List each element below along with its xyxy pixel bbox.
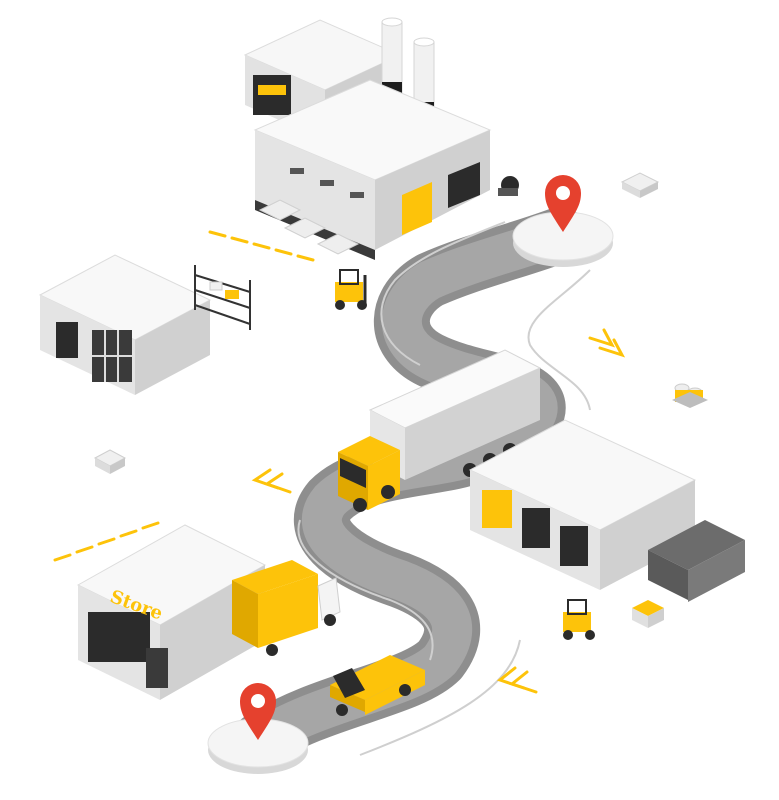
location-pin-icon <box>240 683 276 740</box>
forklift-top <box>335 269 367 310</box>
forklift-bottom <box>563 599 595 640</box>
chevron-double-icon <box>588 328 626 358</box>
location-pin-icon <box>545 175 581 232</box>
storage-rack <box>194 265 251 330</box>
right-warehouse <box>468 419 745 640</box>
chevron-double-icon <box>496 666 538 694</box>
store-building: Store <box>76 524 341 700</box>
factory <box>243 17 519 260</box>
left-warehouse <box>38 254 367 395</box>
end-platform <box>207 718 309 774</box>
barrels-pallet <box>672 383 708 408</box>
road <box>232 207 591 768</box>
box-truck <box>232 560 341 656</box>
pallet-left <box>93 449 127 474</box>
shipping-container <box>648 520 745 602</box>
pallet-top-right <box>620 172 660 198</box>
delivery-van <box>330 655 425 716</box>
chevron-double-icon <box>251 468 292 494</box>
direction-marks <box>53 230 626 694</box>
